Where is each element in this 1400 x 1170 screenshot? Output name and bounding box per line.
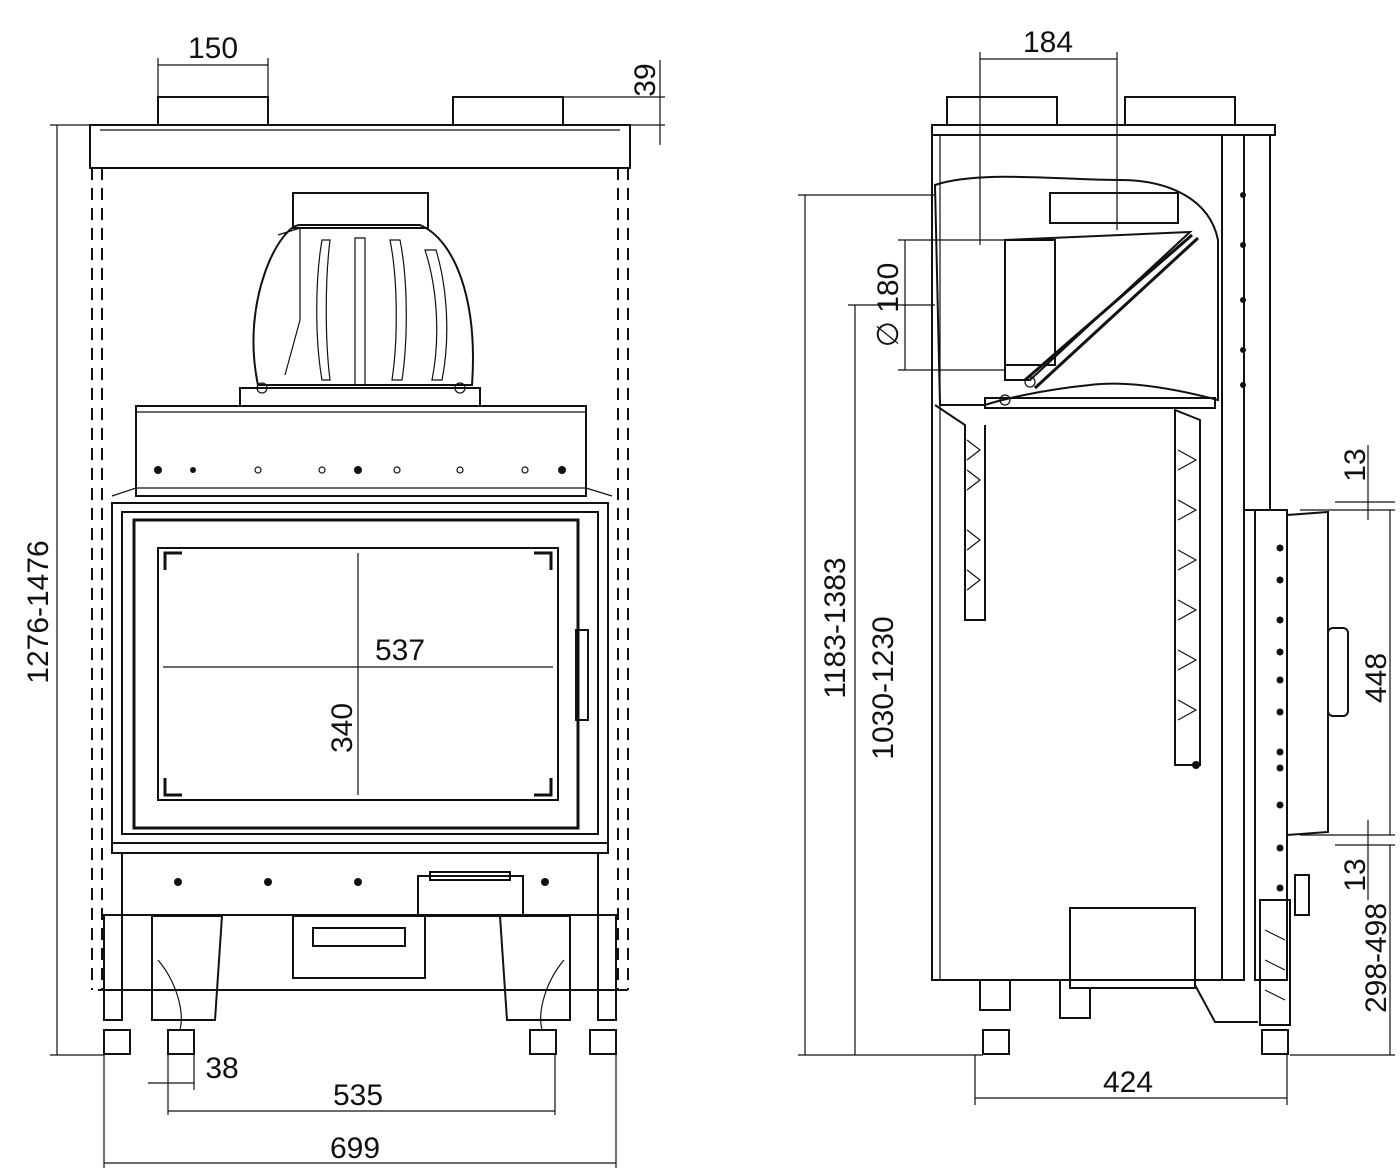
- side-foot: [1261, 1029, 1289, 1055]
- front-door-handle[interactable]: [575, 629, 589, 721]
- side-top-outlet-left: [946, 96, 1058, 126]
- side-body: [931, 134, 1223, 981]
- side-dimensions: 184 ∅ 180 1183-1383 1030-1230 13 448 13 …: [798, 26, 1395, 1105]
- side-door-profile: [1254, 509, 1288, 981]
- dim-depth: 424: [1103, 1066, 1153, 1099]
- front-dimensions: 150 39 1276-1476 537 340 38 535 699: [22, 32, 665, 1168]
- front-foot: [589, 1029, 617, 1055]
- front-top-outlet-left: [157, 96, 269, 126]
- dim-door-gap-bottom: 13: [1339, 858, 1372, 891]
- dim-door-height: 448: [1360, 653, 1393, 703]
- front-ash-drawer: [292, 915, 426, 979]
- dim-glass-height: 340: [326, 703, 359, 753]
- side-ash-box: [1069, 907, 1196, 989]
- side-top-outlet-right: [1124, 96, 1236, 126]
- dim-total-height: 1276-1476: [22, 540, 55, 683]
- dim-axis-height: 1030-1230: [867, 616, 900, 759]
- dim-leg-width: 38: [205, 1052, 238, 1085]
- front-top-outlet-right: [452, 96, 564, 126]
- front-foot: [167, 1029, 195, 1055]
- front-foot: [529, 1029, 557, 1055]
- front-top-cover: [89, 124, 631, 169]
- front-glass: [157, 547, 559, 801]
- front-flue-collar: [292, 192, 429, 229]
- side-door-handle[interactable]: [1327, 627, 1349, 717]
- dim-outlet-height: 1183-1383: [819, 557, 852, 698]
- front-door-frame: [111, 502, 609, 844]
- front-convection-dome: [252, 224, 474, 386]
- dim-door-gap-top: 13: [1339, 448, 1372, 481]
- dim-outlet-offset: 184: [1023, 26, 1073, 59]
- dim-total-width: 699: [330, 1132, 380, 1165]
- side-top-plate: [931, 124, 1276, 136]
- front-foot: [103, 1029, 131, 1055]
- dim-top-outlet-height: 39: [629, 63, 662, 96]
- side-view: [931, 96, 1349, 1055]
- dim-door-base-height: 298-498: [1360, 903, 1393, 1013]
- front-view: [89, 96, 631, 1055]
- front-door: [132, 518, 580, 830]
- dim-glass-width: 537: [375, 634, 425, 667]
- front-upper-block: [135, 405, 587, 497]
- dim-leg-spacing: 535: [333, 1079, 383, 1112]
- dim-top-outlet-width: 150: [188, 32, 238, 65]
- side-foot: [982, 1029, 1010, 1055]
